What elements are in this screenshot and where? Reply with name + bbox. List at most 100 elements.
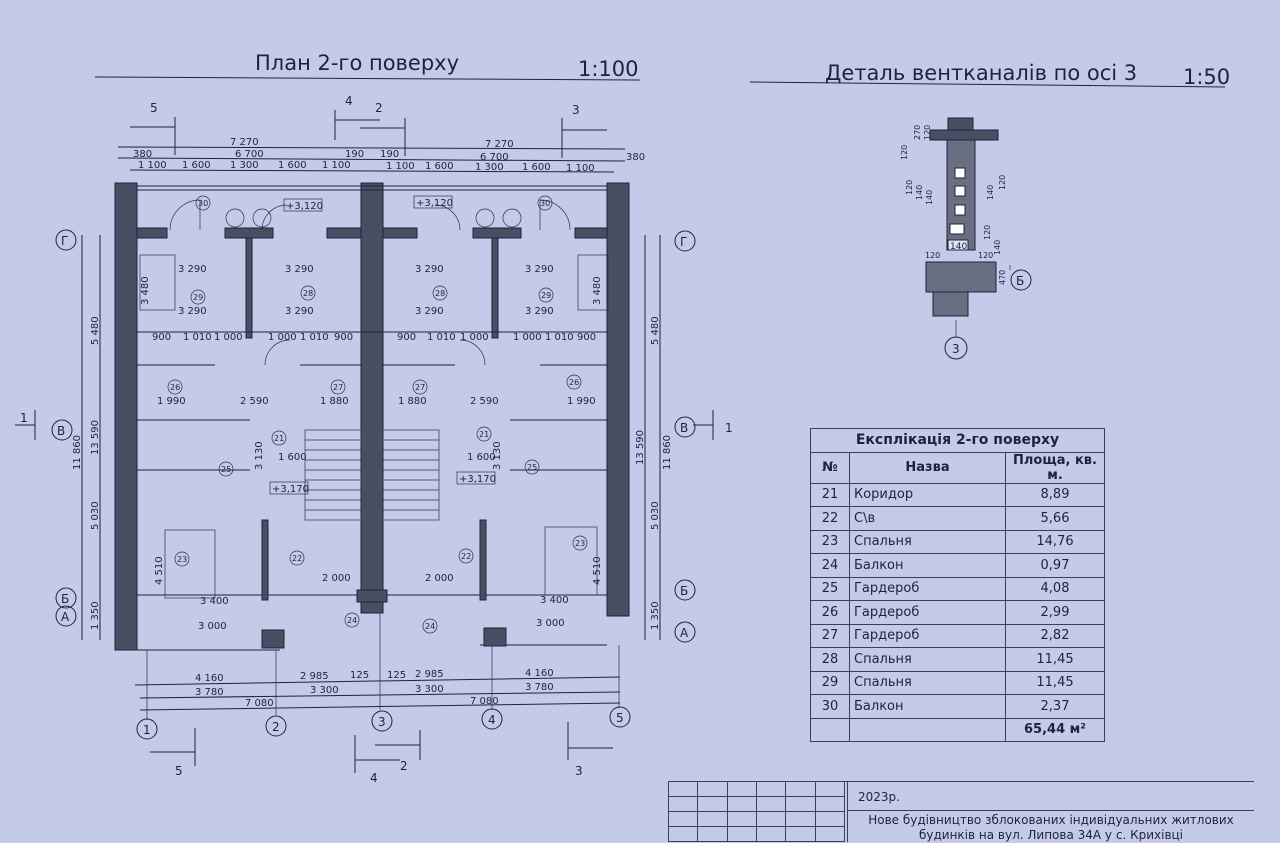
dim-label: 3 300 xyxy=(310,685,339,696)
dim-label: 1 600 xyxy=(182,160,211,171)
svg-text:2 000: 2 000 xyxy=(322,573,351,584)
svg-text:3 400: 3 400 xyxy=(540,595,569,606)
dim-label: 3 780 xyxy=(195,687,224,698)
svg-text:А: А xyxy=(61,610,70,624)
svg-text:4 510: 4 510 xyxy=(592,556,603,585)
svg-text:270: 270 xyxy=(913,125,922,140)
svg-text:1 000: 1 000 xyxy=(460,332,489,343)
dim-label: 5 480 xyxy=(90,316,101,345)
dim-label: 11 860 xyxy=(72,435,83,470)
svg-text:900: 900 xyxy=(577,332,596,343)
svg-text:3 000: 3 000 xyxy=(198,621,227,632)
svg-text:3 290: 3 290 xyxy=(178,264,207,275)
svg-text:900: 900 xyxy=(397,332,416,343)
svg-text:120: 120 xyxy=(983,225,992,240)
dim-label: 7 080 xyxy=(470,696,499,707)
svg-text:21: 21 xyxy=(274,434,284,443)
cell-area: 14,76 xyxy=(1005,529,1105,554)
svg-text:27: 27 xyxy=(333,383,343,392)
dim-label: 1 100 xyxy=(566,163,595,174)
dim-label: 190 xyxy=(380,149,399,160)
svg-text:4: 4 xyxy=(345,94,353,108)
svg-text:+3,170: +3,170 xyxy=(459,474,496,485)
svg-text:5: 5 xyxy=(616,711,624,725)
cell-area: 11,45 xyxy=(1005,647,1105,672)
svg-text:2: 2 xyxy=(400,759,408,773)
svg-text:3: 3 xyxy=(572,103,580,117)
svg-text:470: 470 xyxy=(998,270,1007,285)
cell-area: 11,45 xyxy=(1005,670,1105,695)
svg-text:120: 120 xyxy=(978,251,993,260)
plan-title: План 2-го поверху xyxy=(255,51,459,75)
svg-text:900: 900 xyxy=(152,332,171,343)
cell-no: 28 xyxy=(810,647,850,672)
svg-text:26: 26 xyxy=(569,378,579,387)
svg-text:5: 5 xyxy=(175,764,183,778)
svg-text:120: 120 xyxy=(905,180,914,195)
dim-label: 1 100 xyxy=(386,161,415,172)
dim-label: 6 700 xyxy=(480,152,509,163)
svg-text:1 000: 1 000 xyxy=(268,332,297,343)
svg-text:1 010: 1 010 xyxy=(300,332,329,343)
cell-no: 24 xyxy=(810,553,850,578)
svg-text:1 010: 1 010 xyxy=(427,332,456,343)
svg-text:30: 30 xyxy=(540,199,550,208)
floor-plan: 7 270 7 270 380 6 700 190 190 6 700 380 … xyxy=(15,94,733,785)
dim-label: 11 860 xyxy=(662,435,673,470)
col-header-no: № xyxy=(810,451,850,484)
svg-text:3 290: 3 290 xyxy=(525,264,554,275)
svg-text:Б: Б xyxy=(61,592,69,606)
section-marks: 5 4 2 3 5 4 2 3 1 1 xyxy=(15,94,733,785)
project-line-1: Нове будівництво зблокованих індивідуаль… xyxy=(868,813,1234,827)
svg-text:140: 140 xyxy=(986,185,995,200)
svg-text:1 010: 1 010 xyxy=(183,332,212,343)
room-numbers: 30 30 29 28 28 29 26 27 27 26 21 21 25 2… xyxy=(167,195,588,634)
svg-text:3 290: 3 290 xyxy=(415,306,444,317)
svg-text:+3,120: +3,120 xyxy=(416,198,453,209)
svg-text:21: 21 xyxy=(479,430,489,439)
svg-text:А: А xyxy=(680,626,689,640)
dim-label: 1 300 xyxy=(475,162,504,173)
svg-text:1: 1 xyxy=(725,421,733,435)
dim-label: 1 350 xyxy=(650,601,661,630)
dim-label: 1 600 xyxy=(425,161,454,172)
svg-text:3 290: 3 290 xyxy=(525,306,554,317)
cell-name: Балкон xyxy=(849,694,1006,719)
cell-name: Гардероб xyxy=(849,600,1006,625)
svg-text:120: 120 xyxy=(925,251,940,260)
cell-no: 22 xyxy=(810,506,850,531)
svg-text:4 510: 4 510 xyxy=(154,556,165,585)
year: 2023р. xyxy=(858,790,900,804)
project-line-2: будинків на вул. Липова 34А у с. Крихівц… xyxy=(918,828,1184,842)
svg-text:140: 140 xyxy=(993,240,1002,255)
svg-text:4: 4 xyxy=(488,713,496,727)
svg-text:1 990: 1 990 xyxy=(157,396,186,407)
svg-text:Г: Г xyxy=(680,235,687,249)
svg-text:3 290: 3 290 xyxy=(415,264,444,275)
svg-text:26: 26 xyxy=(170,383,180,392)
svg-text:1 990: 1 990 xyxy=(567,396,596,407)
svg-text:2 590: 2 590 xyxy=(470,396,499,407)
svg-text:В: В xyxy=(57,424,65,438)
title-block: 2023р. Нове будівництво зблокованих інди… xyxy=(668,781,1254,842)
dim-label: 3 300 xyxy=(415,684,444,695)
svg-text:3 130: 3 130 xyxy=(254,441,265,470)
dim-label: 125 xyxy=(350,670,369,681)
svg-text:28: 28 xyxy=(435,289,445,298)
cell-name: Гардероб xyxy=(849,623,1006,648)
svg-text:3 290: 3 290 xyxy=(285,306,314,317)
svg-text:2: 2 xyxy=(272,720,280,734)
dim-label: 125 xyxy=(387,670,406,681)
svg-text:120: 120 xyxy=(900,145,909,160)
dim-label: 5 030 xyxy=(90,501,101,530)
vent-detail: 140 120 270 120 120 140 140 140 120 120 … xyxy=(900,117,1032,360)
svg-text:3: 3 xyxy=(378,715,386,729)
cell-no: 25 xyxy=(810,576,850,601)
svg-text:1 010: 1 010 xyxy=(545,332,574,343)
explication-table: Експлікація 2-го поверху № Назва Площа, … xyxy=(810,428,1105,742)
